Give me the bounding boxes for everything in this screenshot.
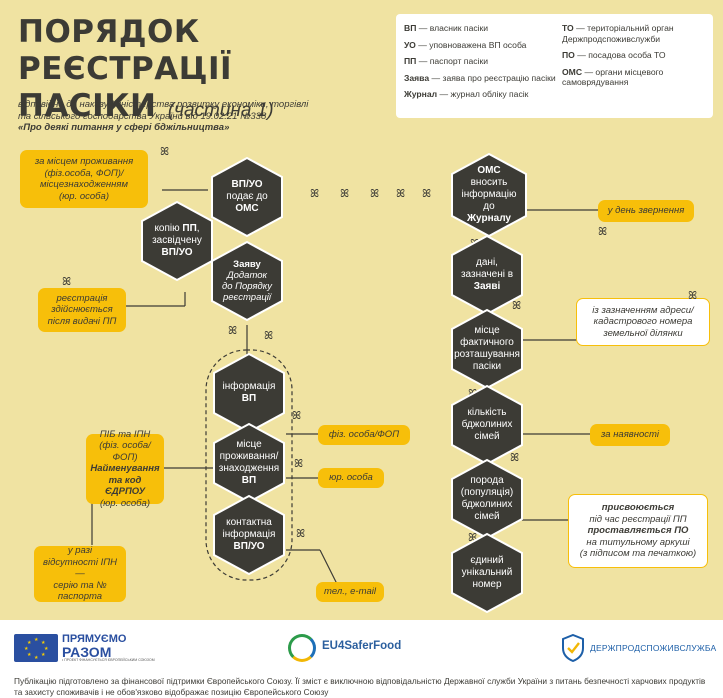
callout-assign: присвоюється під час реєстрації ПП прост… bbox=[568, 494, 708, 568]
bee-icon: ꕤ bbox=[370, 188, 380, 200]
title-line-2: ПАСІКИ bbox=[18, 88, 157, 124]
legend-item: Заява — заява про реєстрацію пасіки bbox=[404, 72, 556, 83]
shield-check-icon bbox=[562, 634, 584, 662]
bee-icon: ꕤ bbox=[688, 290, 698, 302]
page-title: ПОРЯДОК РЕЄСТРАЦІЇ ПАСІКИ (частина 1) bbox=[18, 14, 398, 129]
hexagon-shape bbox=[211, 156, 283, 238]
callout-contacts: тел., e-mail bbox=[316, 582, 384, 602]
subtitle-line-3: «Про деякі питання у сфері бджільництва» bbox=[18, 122, 230, 133]
eu4saferfood-ring-icon bbox=[288, 634, 316, 662]
subtitle-line-1: відповідно до наказу Міністерства розвит… bbox=[18, 99, 309, 110]
legend-column-right: ТО — територіальний орган Держпродспожив… bbox=[562, 23, 707, 94]
bee-icon: ꕤ bbox=[512, 300, 522, 312]
hexagon-shape bbox=[141, 200, 213, 282]
title-part: (частина 1) bbox=[167, 100, 274, 121]
dps-logo: ДЕРЖПРОДСПОЖИВСЛУЖБА bbox=[562, 634, 722, 666]
bee-icon: ꕤ bbox=[228, 325, 238, 337]
bee-icon: ꕤ bbox=[294, 458, 304, 470]
title-line-1: ПОРЯДОК РЕЄСТРАЦІЇ bbox=[18, 14, 233, 87]
legend-item: Журнал — журнал обліку пасік bbox=[404, 89, 529, 99]
dashed-group-outline bbox=[205, 349, 293, 581]
eu-logo-small: • ПРОЕКТ ФІНАНСУЄТЬСЯ ЄВРОПЕЙСЬКИМ СОЮЗО… bbox=[62, 658, 155, 662]
legend-item: ВП — власник пасіки bbox=[404, 23, 489, 33]
legend-item: УО — уповноважена ВП особа bbox=[404, 39, 527, 50]
callout-available: за наявності bbox=[590, 424, 670, 446]
bee-icon: ꕤ bbox=[340, 188, 350, 200]
callout-address: із зазначенням адреси/ кадастрового номе… bbox=[576, 298, 710, 346]
hexagon-shape bbox=[451, 532, 523, 614]
eu4saferfood-logo: EU4SaferFood bbox=[284, 632, 424, 664]
bee-icon: ꕤ bbox=[62, 276, 72, 288]
footer: ★★★ ★★★ ★★ ПРЯМУЄМО РАЗОМ • ПРОЕКТ ФІНАН… bbox=[0, 620, 723, 698]
bee-icon: ꕤ bbox=[292, 410, 302, 422]
bee-icon: ꕤ bbox=[160, 146, 170, 158]
eu-flag-icon: ★★★ ★★★ ★★ bbox=[14, 634, 58, 662]
callout-registration: реєстрація здійснюється після видачі ПП bbox=[38, 288, 126, 332]
bee-icon: ꕤ bbox=[296, 528, 306, 540]
callout-no-ipn: у разі відсутності ІПН — серію та № пасп… bbox=[34, 545, 126, 602]
hexagon-shape bbox=[211, 240, 283, 322]
eu-logo-text: ПРЯМУЄМО РАЗОМ bbox=[62, 633, 127, 660]
bee-icon: ꕤ bbox=[264, 330, 274, 342]
bee-icon: ꕤ bbox=[598, 226, 608, 238]
callout-residence: за місцем проживання (фіз.особа, ФОП)/ м… bbox=[20, 150, 148, 208]
bee-icon: ꕤ bbox=[396, 188, 406, 200]
legend-box: ВП — власник пасіки УО — уповноважена ВП… bbox=[396, 14, 713, 118]
bee-icon: ꕤ bbox=[510, 452, 520, 464]
legend-item: ОМС — органи місцевого самоврядування bbox=[562, 66, 664, 88]
legend-item: ПП — паспорт пасіки bbox=[404, 56, 489, 66]
callout-day: у день звернення bbox=[598, 200, 694, 222]
bee-icon: ꕤ bbox=[310, 188, 320, 200]
callout-fiz: фіз. особа/ФОП bbox=[318, 425, 410, 445]
bee-icon: ꕤ bbox=[422, 188, 432, 200]
dps-name: ДЕРЖПРОДСПОЖИВСЛУЖБА bbox=[590, 643, 717, 653]
subtitle-line-2: та сільського господарства України від 1… bbox=[18, 110, 267, 122]
legend-column-left: ВП — власник пасіки УО — уповноважена ВП… bbox=[404, 23, 559, 106]
callout-pib: ПІБ та ІПН (фіз. особа/ФОП) Найменування… bbox=[86, 429, 164, 509]
callout-yur: юр. особа bbox=[318, 468, 384, 488]
bee-icon: ꕤ bbox=[468, 532, 478, 544]
eu4saferfood-name: EU4SaferFood bbox=[322, 640, 402, 652]
legend-item: ПО — посадова особа ТО bbox=[562, 50, 666, 60]
page-subtitle: відповідно до наказу Міністерства розвит… bbox=[18, 99, 388, 134]
legend-item: ТО — територіальний орган Держпродспожив… bbox=[562, 23, 674, 44]
footer-disclaimer: Публікацію підготовлено за фінансової пі… bbox=[14, 676, 706, 697]
hexagon-shape bbox=[213, 494, 285, 576]
